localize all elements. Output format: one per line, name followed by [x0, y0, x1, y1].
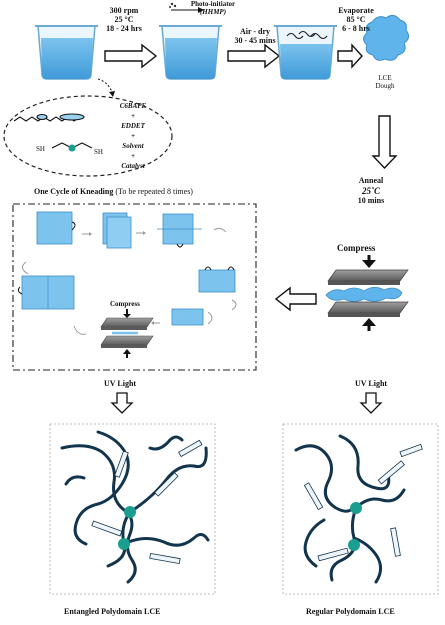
reagent-plus-3: +	[131, 152, 135, 160]
kneading-press	[100, 309, 154, 358]
uv-arrow-left	[110, 392, 134, 414]
eddet-molecule	[51, 142, 93, 152]
uv-label-right: UV Light	[355, 379, 388, 388]
photo-initiator-name: Photo-initiator	[190, 0, 236, 8]
entangled-caption: Entangled Polydomain LCE	[64, 607, 161, 616]
step3-time: 6 - 8 hrs	[342, 24, 370, 33]
reagent-c6bape: C6BAPE	[119, 102, 147, 110]
dough-line2: Dough	[375, 82, 395, 90]
kneading-title-text: One Cycle of Kneading	[34, 187, 114, 196]
lce-dough-blob	[363, 14, 410, 61]
anneal-label: Anneal 25˚C 10 mins	[354, 176, 388, 206]
arrow-3	[337, 43, 363, 69]
dough-label: LCE Dough	[370, 74, 400, 90]
arrow-2	[227, 43, 281, 69]
anneal-temp: 25˚C	[362, 186, 380, 196]
reagent-solvent: Solvent	[122, 142, 144, 150]
entangled-network	[60, 430, 210, 584]
kneading-compress-label: Compress	[110, 300, 140, 308]
regular-nodes	[348, 502, 362, 551]
anneal-time: 10 mins	[357, 196, 385, 205]
step2-process: Air - dry	[239, 27, 271, 36]
reagent-catalyst: Catalyst	[121, 162, 145, 170]
uv-arrow-right	[359, 392, 383, 414]
step2-time: 30 - 45 mins	[234, 36, 276, 45]
arrow-1	[104, 43, 158, 69]
main-press	[325, 255, 409, 331]
reagent-plus-2: +	[131, 132, 135, 140]
uv-label-left: UV Light	[104, 379, 137, 388]
beaker-1	[35, 25, 98, 80]
regular-network	[294, 434, 406, 584]
arrow-down-anneal	[371, 115, 398, 170]
step2-label: Air - dry 30 - 45 mins	[226, 27, 284, 45]
beaker-3	[274, 25, 337, 80]
press-compress-label: Compress	[337, 243, 376, 253]
step1-temp: 25 °C	[114, 15, 134, 24]
reagent-list: C6BAPE + EDDET + Solvent + Catalyst	[104, 101, 162, 171]
kneading-title: One Cycle of Kneading (To be repeated 8 …	[34, 187, 193, 196]
step3-label: Evaporate 85 °C 6 - 8 hrs	[336, 6, 376, 33]
regular-caption: Regular Polydomain LCE	[306, 607, 395, 616]
beaker-2	[159, 25, 222, 80]
step1-label: 300 rpm 25 °C 18 - 24 hrs	[104, 6, 144, 33]
kneading-steps	[17, 211, 237, 335]
reagent-eddet: EDDET	[121, 122, 145, 130]
step3-process: Evaporate	[338, 6, 374, 15]
entangled-nodes	[118, 506, 136, 550]
photo-initiator-arrow	[169, 2, 204, 13]
dough-line1: LCE	[378, 74, 392, 82]
step3-temp: 85 °C	[346, 15, 366, 24]
photo-initiator-code: (HHMP)	[199, 8, 227, 16]
reagent-pointer	[97, 78, 115, 97]
step1-speed: 300 rpm	[109, 6, 139, 15]
anneal-title: Anneal	[358, 176, 384, 185]
arrow-left	[274, 286, 317, 312]
sh-left-label: SH	[36, 145, 45, 153]
sh-right-label: SH	[94, 148, 103, 156]
photo-initiator-label: Photo-initiator (HHMP)	[188, 0, 238, 16]
kneading-box	[12, 203, 257, 371]
step1-time: 18 - 24 hrs	[106, 24, 142, 33]
c6bape-molecule	[13, 113, 85, 122]
regular-mesogens	[303, 443, 423, 562]
entangled-mesogens	[91, 439, 203, 565]
reagent-plus-1: +	[131, 112, 135, 120]
kneading-note: (To be repeated 8 times)	[115, 187, 193, 196]
